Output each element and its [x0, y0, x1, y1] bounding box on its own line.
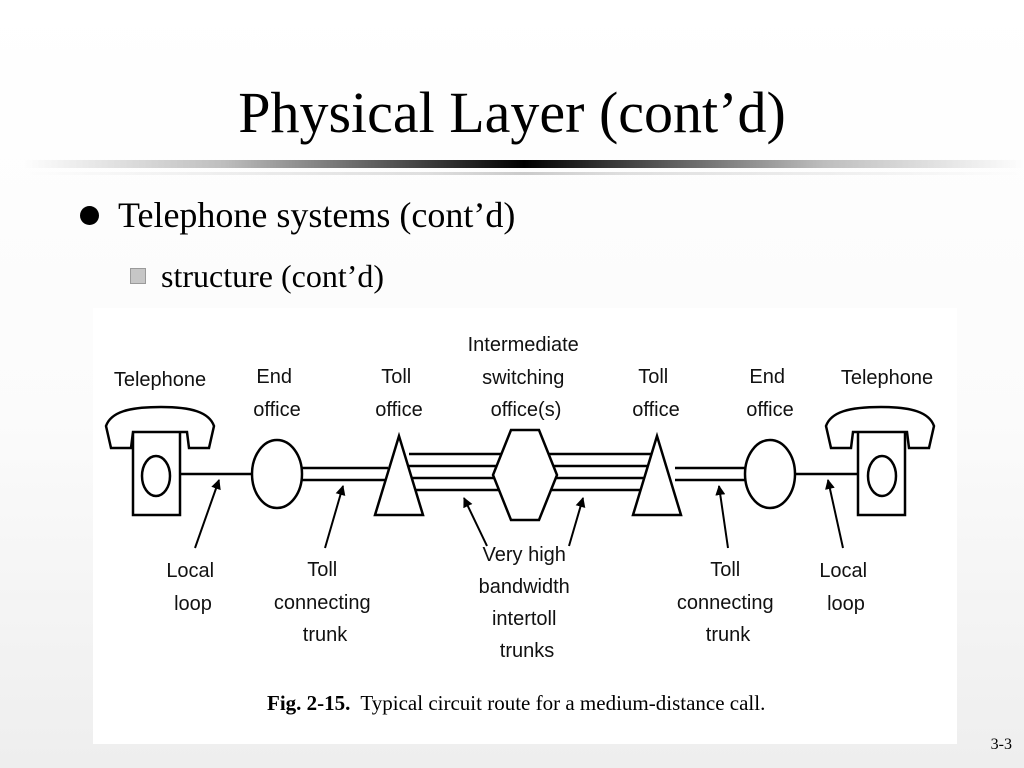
bullet-dot-icon [80, 205, 99, 225]
end-office-left-node [250, 438, 304, 510]
toll-trunk-left-lines [301, 466, 388, 482]
toll-office-right-label: Toll office [632, 366, 679, 421]
toll-trunk-right-arrow [715, 485, 729, 549]
toll-office-left-node [373, 431, 425, 517]
subbullet-square-icon [130, 268, 146, 284]
toll-trunk-right-lines [675, 466, 748, 482]
toll-office-right-node [631, 431, 683, 517]
telephone-left-icon [104, 405, 216, 517]
figure-caption: Fig. 2-15. Typical circuit route for a m… [267, 691, 765, 715]
telephone-left-label: Telephone [114, 369, 206, 391]
toll-trunk-left-label: Toll connecting trunk [274, 559, 376, 646]
slide-title: Physical Layer (cont’d) [238, 80, 786, 145]
local-loop-left-label: Local loop [166, 560, 219, 615]
intermediate-office-label: Intermediate switching office(s) [468, 334, 585, 421]
intertoll-trunks-label: Very high bandwidth intertoll trunks [479, 544, 576, 662]
subbullet-text: structure (cont’d) [161, 257, 385, 294]
end-office-right-node [743, 438, 797, 510]
title-divider-shadow [24, 172, 1024, 175]
page-number: 3-3 [990, 736, 1012, 753]
telephone-right-label: Telephone [841, 367, 933, 389]
toll-trunk-left-arrow [324, 485, 346, 549]
local-loop-right-label: Local loop [819, 560, 872, 615]
telephone-right-icon [824, 405, 936, 517]
title-divider [24, 160, 1024, 168]
end-office-left-label: End office [253, 366, 300, 421]
toll-trunk-right-label: Toll connecting trunk [677, 559, 779, 646]
end-office-right-label: End office [746, 366, 793, 421]
bullet-telephone-systems: Telephone systems (cont’d) [80, 192, 515, 238]
local-loop-left-arrow [194, 479, 221, 549]
subbullet-structure: structure (cont’d) [130, 256, 384, 296]
intermediate-office-node [491, 428, 559, 522]
intertoll-arrow-right [568, 497, 586, 547]
circuit-route-diagram: Telephone End office Toll office Interme… [104, 334, 936, 715]
local-loop-right-arrow [825, 479, 844, 549]
toll-office-left-label: Toll office [375, 366, 422, 421]
intertoll-arrow-left [463, 497, 488, 547]
circuit-route-figure: Telephone End office Toll office Interme… [93, 308, 957, 744]
bullet-text: Telephone systems (cont’d) [118, 195, 516, 235]
